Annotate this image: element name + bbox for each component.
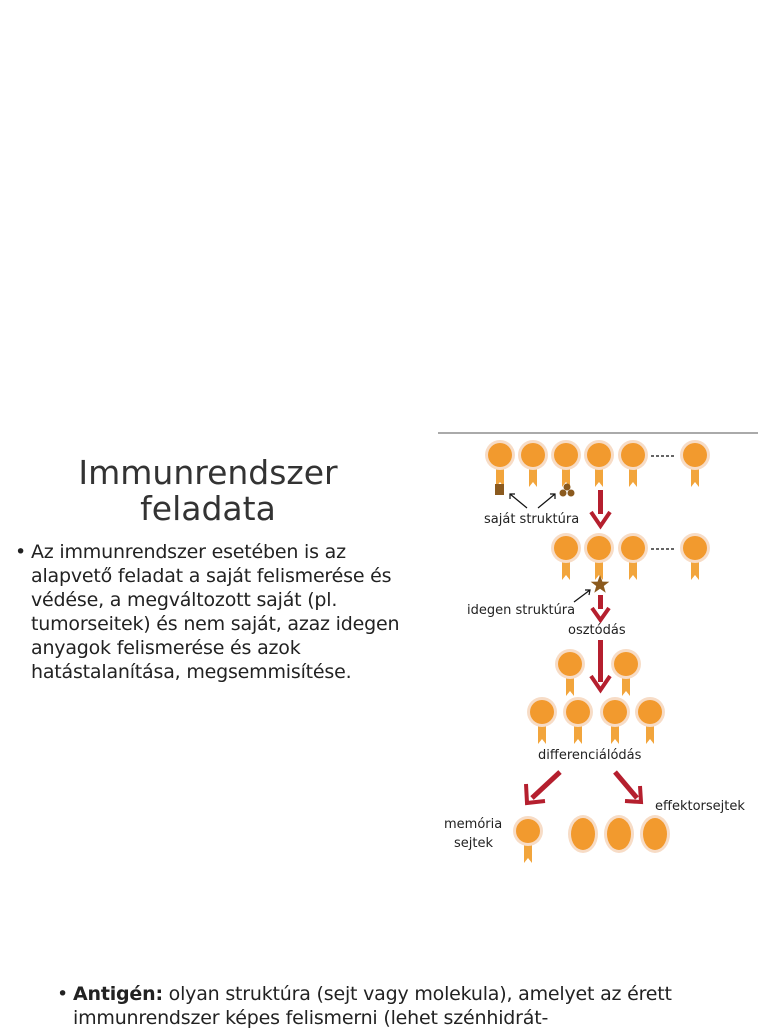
lymphocyte-icon	[551, 440, 581, 490]
red-arrow-icon	[590, 595, 611, 624]
label-differentiation: differenciálódás	[538, 748, 642, 763]
row4-lymphocytes	[527, 697, 665, 747]
lymphocyte-icon	[551, 533, 581, 583]
label-memory-cells-line2: sejtek	[454, 836, 493, 851]
label-effector-cells: effektorsejtek	[655, 799, 745, 814]
red-arrow-icon	[524, 770, 562, 806]
lymphocyte-icon	[527, 697, 557, 747]
antigen-term: Antigén:	[73, 983, 163, 1005]
bullet-marker: •	[15, 541, 27, 563]
row2-lymphocytes	[551, 533, 710, 583]
foreign-arrow	[573, 589, 591, 603]
memory-cell-icon	[513, 816, 543, 866]
red-arrow-icon	[589, 490, 612, 530]
bullet-antigen: • Antigén: olyan struktúra (sejt vagy mo…	[57, 982, 713, 1030]
bullet-marker: •	[57, 983, 69, 1005]
plasma-cell-icon	[640, 815, 670, 853]
bullet-immune-task: • Az immunrendszer esetében is az alapve…	[15, 540, 416, 684]
antigen-definition: olyan struktúra (sejt vagy molekula), am…	[73, 983, 672, 1029]
lymphocyte-icon	[618, 440, 648, 490]
label-self-structure: saját struktúra	[484, 512, 579, 527]
lymphocyte-icon	[611, 649, 641, 699]
lymphocyte-icon	[584, 440, 614, 490]
lymphocyte-icon	[485, 440, 515, 490]
lymphocyte-icon	[680, 440, 710, 490]
slide-title: Immunrendszer feladata	[78, 453, 338, 528]
self-arrows	[509, 493, 556, 509]
label-foreign-structure: idegen struktúra	[467, 603, 575, 618]
effector-cells	[568, 815, 670, 853]
label-memory-cells-line1: memória	[444, 817, 502, 832]
self-marker-cluster-icon	[559, 483, 575, 497]
lymphocyte-icon	[635, 697, 665, 747]
bullet-text: Az immunrendszer esetében is az alapvető…	[31, 541, 400, 683]
red-arrow-icon	[589, 640, 612, 694]
lymphocyte-icon	[600, 697, 630, 747]
lymphocyte-icon	[518, 440, 548, 490]
lymphocyte-icon	[680, 533, 710, 583]
lymphocyte-icon	[563, 697, 593, 747]
lymphocyte-icon	[555, 649, 585, 699]
clonal-selection-diagram: saját struktúra idegen struktúra osztódá…	[438, 432, 758, 866]
foreign-antigen-star-icon	[590, 575, 610, 593]
red-arrow-icon	[613, 770, 644, 805]
label-division: osztódás	[568, 623, 626, 638]
plasma-cell-icon	[568, 815, 598, 853]
lymphocyte-icon	[584, 533, 614, 583]
plasma-cell-icon	[604, 815, 634, 853]
row1-lymphocytes	[485, 440, 710, 490]
self-marker-square-icon	[495, 484, 504, 495]
lymphocyte-icon	[618, 533, 648, 583]
